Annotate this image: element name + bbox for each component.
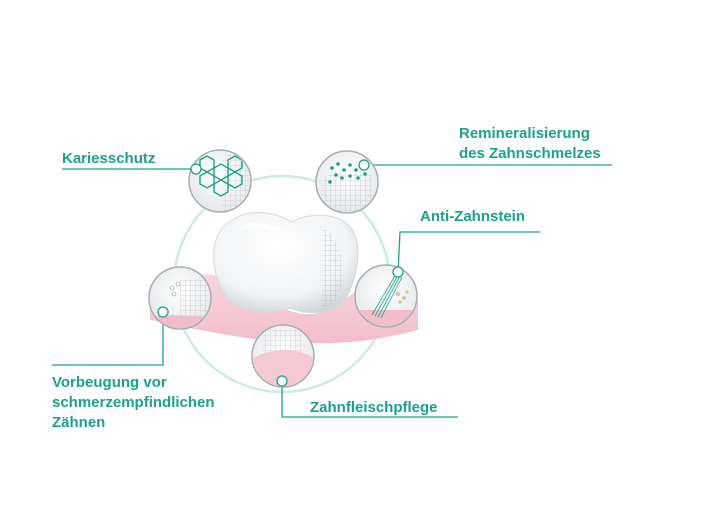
anti-zahnstein-bubble [354, 264, 418, 328]
connector-lines [52, 164, 612, 418]
vorbeugung-bubble [148, 266, 212, 330]
kariesschutz-bubble [188, 149, 252, 213]
label-remineralisierung: Remineralisierung des Zahnschmelzes [459, 125, 601, 162]
tooth-icon [213, 212, 359, 314]
label-anti-zahnstein: Anti-Zahnstein [420, 208, 525, 225]
label-vorbeugung: Vorbeugung vor schmerzempfindlichen Zähn… [52, 374, 215, 431]
label-zahnfleischpflege: Zahnfleischpflege [310, 399, 438, 416]
label-kariesschutz: Kariesschutz [62, 150, 156, 167]
remineralisierung-bubble [315, 150, 379, 214]
